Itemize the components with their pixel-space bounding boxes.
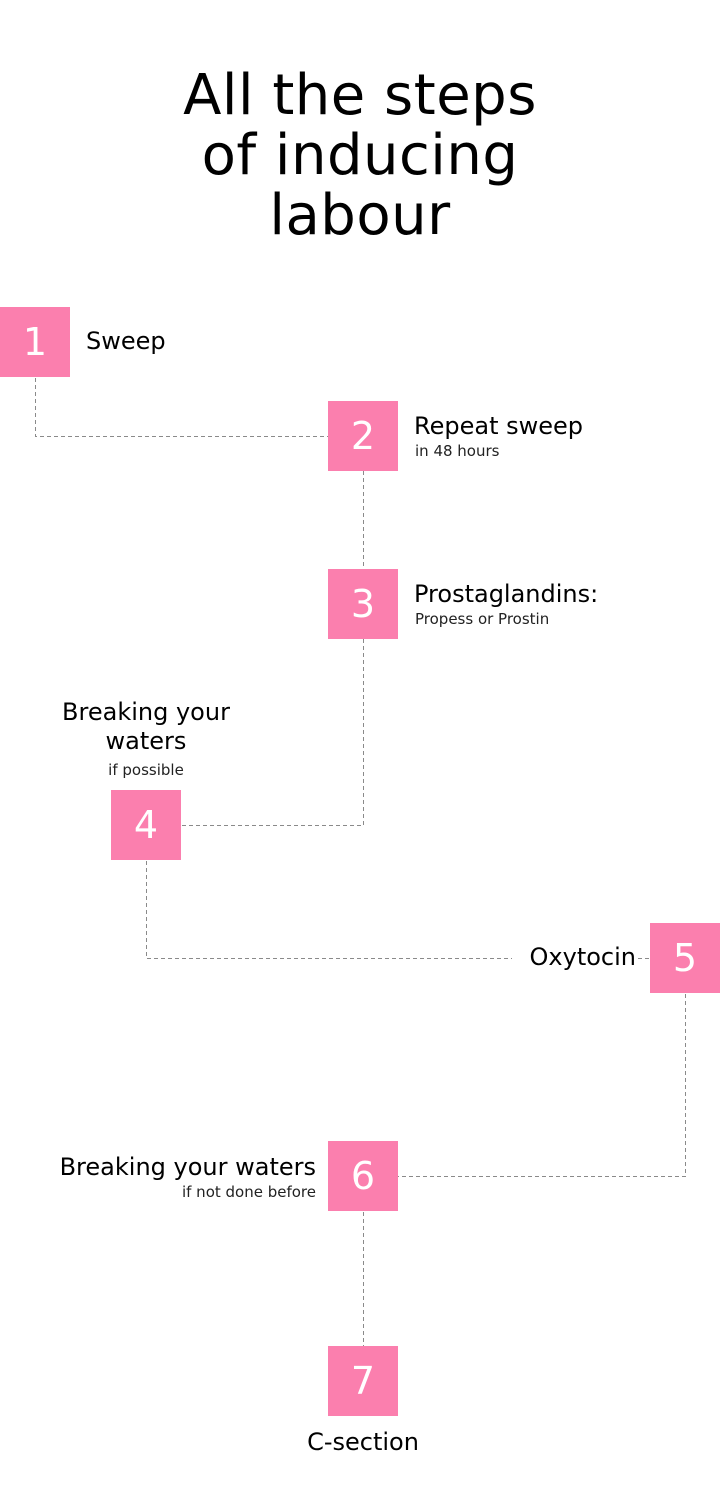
step-1-label: Sweep xyxy=(86,327,166,355)
title-line-2: of inducing xyxy=(201,123,519,188)
step-4-note: if possible xyxy=(108,761,184,779)
title-line-3: labour xyxy=(269,183,451,248)
step-5-label: Oxytocin xyxy=(529,943,636,971)
step-4-box: 4 xyxy=(111,790,181,860)
step-2-note: in 48 hours xyxy=(415,442,500,460)
connector-5-6 xyxy=(398,994,686,1177)
step-3-label: Prostaglandins: xyxy=(414,580,599,608)
step-6-box: 6 xyxy=(328,1141,398,1211)
step-2-label: Repeat sweep xyxy=(414,412,584,440)
page-title: All the steps of inducing labour xyxy=(0,66,720,246)
step-6-label: Breaking your waters xyxy=(59,1153,316,1181)
title-line-1: All the steps xyxy=(183,63,537,128)
step-7-box: 7 xyxy=(328,1346,398,1416)
step-2-box: 2 xyxy=(328,401,398,471)
step-7-label: C-section xyxy=(307,1428,419,1456)
step-1-box: 1 xyxy=(0,307,70,377)
step-5-box: 5 xyxy=(650,923,720,993)
step-3-box: 3 xyxy=(328,569,398,639)
connector-3-4 xyxy=(181,639,364,826)
step-6-note: if not done before xyxy=(181,1183,316,1201)
step-4-label-line-2: waters xyxy=(105,727,187,755)
step-4-label-line-1: Breaking your xyxy=(62,698,230,726)
step-3-note: Propess or Prostin xyxy=(415,610,550,628)
connector-1-2 xyxy=(35,378,328,437)
